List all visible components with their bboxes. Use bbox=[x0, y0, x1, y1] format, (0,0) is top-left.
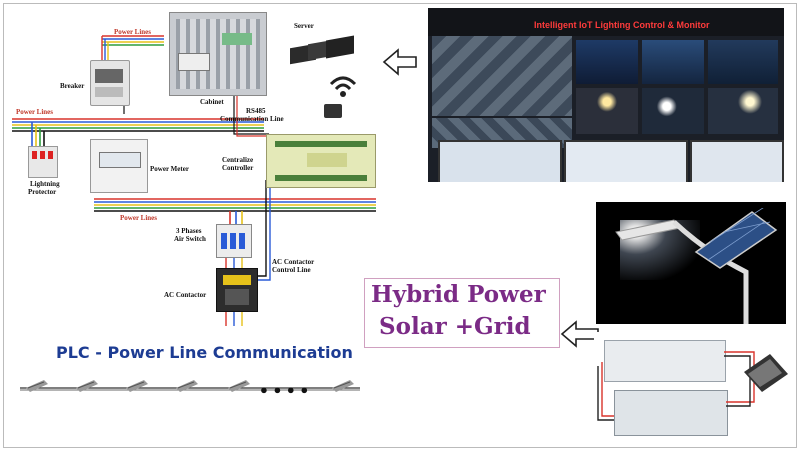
label-lightning: Lightning bbox=[30, 180, 60, 188]
centralize-controller-device bbox=[266, 134, 376, 188]
server-icon bbox=[290, 35, 360, 70]
monitor-screen-photo bbox=[428, 8, 784, 182]
label-power-lines-top: Power Lines bbox=[114, 28, 152, 36]
label-controller: Controller bbox=[222, 164, 254, 172]
hybrid-line-2: Solar +Grid bbox=[379, 313, 531, 340]
label-power-lines-left: Power Lines bbox=[16, 108, 54, 116]
hybrid-line-1: Hybrid Power bbox=[371, 281, 546, 308]
street-lamp-icon bbox=[74, 378, 98, 392]
wires-left bbox=[12, 118, 264, 149]
label-communication-line: Communication Line bbox=[220, 115, 284, 123]
wiring-svg bbox=[12, 35, 376, 391]
lightning-protector-device bbox=[28, 146, 58, 178]
wires-mid bbox=[94, 198, 376, 226]
breaker-device bbox=[90, 60, 130, 106]
label-centralize: Centralize bbox=[222, 156, 254, 164]
label-ac-contactor: AC Contactor bbox=[164, 291, 207, 299]
power-meter-device bbox=[90, 139, 148, 193]
wireless-module bbox=[324, 104, 342, 118]
street-lamp-icon bbox=[174, 378, 198, 392]
label-3-phases: 3 Phases bbox=[176, 227, 202, 235]
wifi-icon bbox=[329, 76, 357, 97]
diagram-frame: Power Lines Power Lines Power Lines Brea… bbox=[3, 3, 797, 448]
label-power-meter: Power Meter bbox=[150, 165, 189, 173]
solar-lamp-photo bbox=[596, 202, 786, 324]
street-lamp-icon bbox=[124, 378, 148, 392]
label-cabinet: Cabinet bbox=[200, 98, 224, 106]
solar-panel-icon bbox=[694, 208, 778, 269]
cabinet-device bbox=[169, 12, 267, 96]
label-power-lines-mid: Power Lines bbox=[120, 214, 158, 222]
arrow-left-icon bbox=[382, 48, 417, 76]
label-breaker: Breaker bbox=[60, 82, 85, 90]
label-air-switch: Air Switch bbox=[174, 235, 206, 243]
hybrid-controller-photo bbox=[594, 332, 790, 444]
label-rs485: RS485 bbox=[246, 107, 266, 115]
plc-title: PLC - Power Line Communication bbox=[56, 343, 353, 362]
label-protector: Protector bbox=[28, 188, 57, 196]
air-switch-device bbox=[216, 224, 252, 258]
street-lamp-icon bbox=[330, 378, 354, 392]
street-lamp-icon bbox=[24, 378, 48, 392]
label-control-line: Control Line bbox=[272, 266, 311, 274]
screen-title: Intelligent IoT Lighting Control & Monit… bbox=[534, 20, 710, 30]
ac-contactor-device bbox=[216, 268, 258, 312]
street-lamp-icon bbox=[226, 378, 250, 392]
plc-continuation-dots: ● ● ● ● bbox=[260, 382, 310, 397]
label-contactor-control: AC Contactor bbox=[272, 258, 315, 266]
label-server: Server bbox=[294, 22, 314, 30]
wires-top bbox=[101, 35, 164, 66]
hybrid-power-box: Hybrid Power Solar +Grid bbox=[364, 278, 560, 348]
